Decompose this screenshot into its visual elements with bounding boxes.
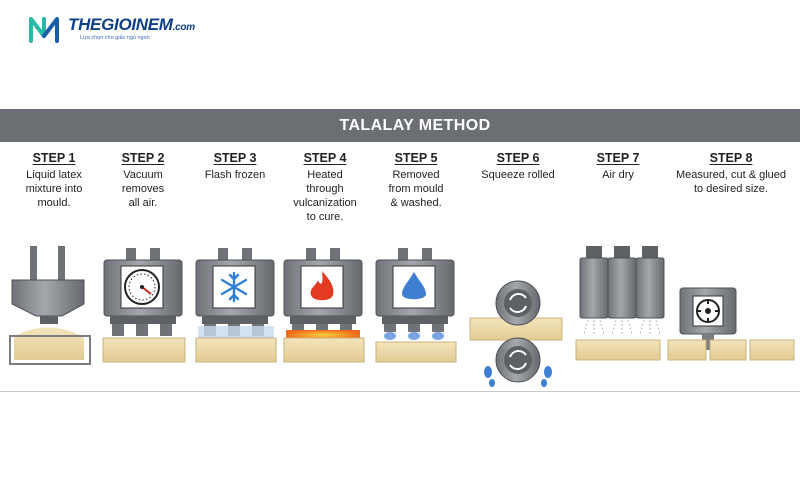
brand-logo: THEGIOINEM.com Lựa chọn cho giấc ngủ ngo…	[28, 14, 195, 44]
step-1-desc: Liquid latex mixture into mould.	[25, 169, 83, 209]
step-8-cutter	[667, 287, 795, 361]
logo-mark-icon	[29, 17, 59, 43]
rotate-arrows-icon	[509, 293, 527, 313]
step-8: STEP 8 Measured, cut & glued to desired …	[664, 151, 798, 196]
banner-title: TALALAY METHOD	[339, 116, 491, 134]
step-7: STEP 7 Air dry	[574, 151, 662, 182]
step-1: STEP 1 Liquid latex mixture into mould.	[8, 151, 100, 210]
step-3-title: STEP 3	[213, 151, 257, 165]
water-drop-icon	[402, 272, 426, 300]
step-6-title: STEP 6	[496, 151, 540, 165]
step-4-heat-machine	[283, 248, 365, 363]
snowflake-icon	[220, 271, 248, 303]
step-4: STEP 4 Heated through vulcanization to c…	[280, 151, 370, 224]
step-8-desc: Measured, cut & glued to desired size.	[675, 169, 787, 195]
step-5-title: STEP 5	[394, 151, 438, 165]
step-2-vacuum-machine	[102, 248, 186, 363]
method-banner: TALALAY METHOD	[0, 109, 800, 142]
step-3-desc: Flash frozen	[204, 169, 266, 181]
step-5: STEP 5 Removed from mould & washed.	[372, 151, 460, 210]
cutting-blade-icon	[696, 299, 720, 323]
step-2-title: STEP 2	[121, 151, 165, 165]
step-6-desc: Squeeze rolled	[481, 169, 555, 181]
pressure-gauge-icon	[124, 269, 160, 305]
step-7-desc: Air dry	[602, 169, 634, 181]
step-1-pour-machine	[9, 246, 91, 365]
frame-divider	[0, 391, 800, 392]
step-4-desc: Heated through vulcanization to cure.	[293, 169, 357, 223]
step-5-wash-machine	[375, 248, 457, 363]
step-4-title: STEP 4	[303, 151, 347, 165]
step-6: STEP 6 Squeeze rolled	[468, 151, 568, 182]
step-5-desc: Removed from mould & washed.	[388, 169, 444, 209]
step-2-desc: Vacuum removes all air.	[121, 169, 165, 209]
step-7-dryers	[575, 246, 665, 361]
step-3-freeze-machine	[195, 248, 277, 363]
step-2: STEP 2 Vacuum removes all air.	[100, 151, 186, 210]
logo-brand-text: THEGIOINEM.com	[68, 15, 195, 35]
step-8-title: STEP 8	[709, 151, 753, 165]
process-illustrations	[9, 246, 795, 387]
flame-icon	[310, 271, 334, 301]
step-7-title: STEP 7	[596, 151, 640, 165]
logo-tagline: Lựa chọn cho giấc ngủ ngon	[80, 35, 150, 42]
step-3: STEP 3 Flash frozen	[192, 151, 278, 182]
step-6-rollers	[469, 280, 563, 387]
step-1-title: STEP 1	[32, 151, 76, 165]
